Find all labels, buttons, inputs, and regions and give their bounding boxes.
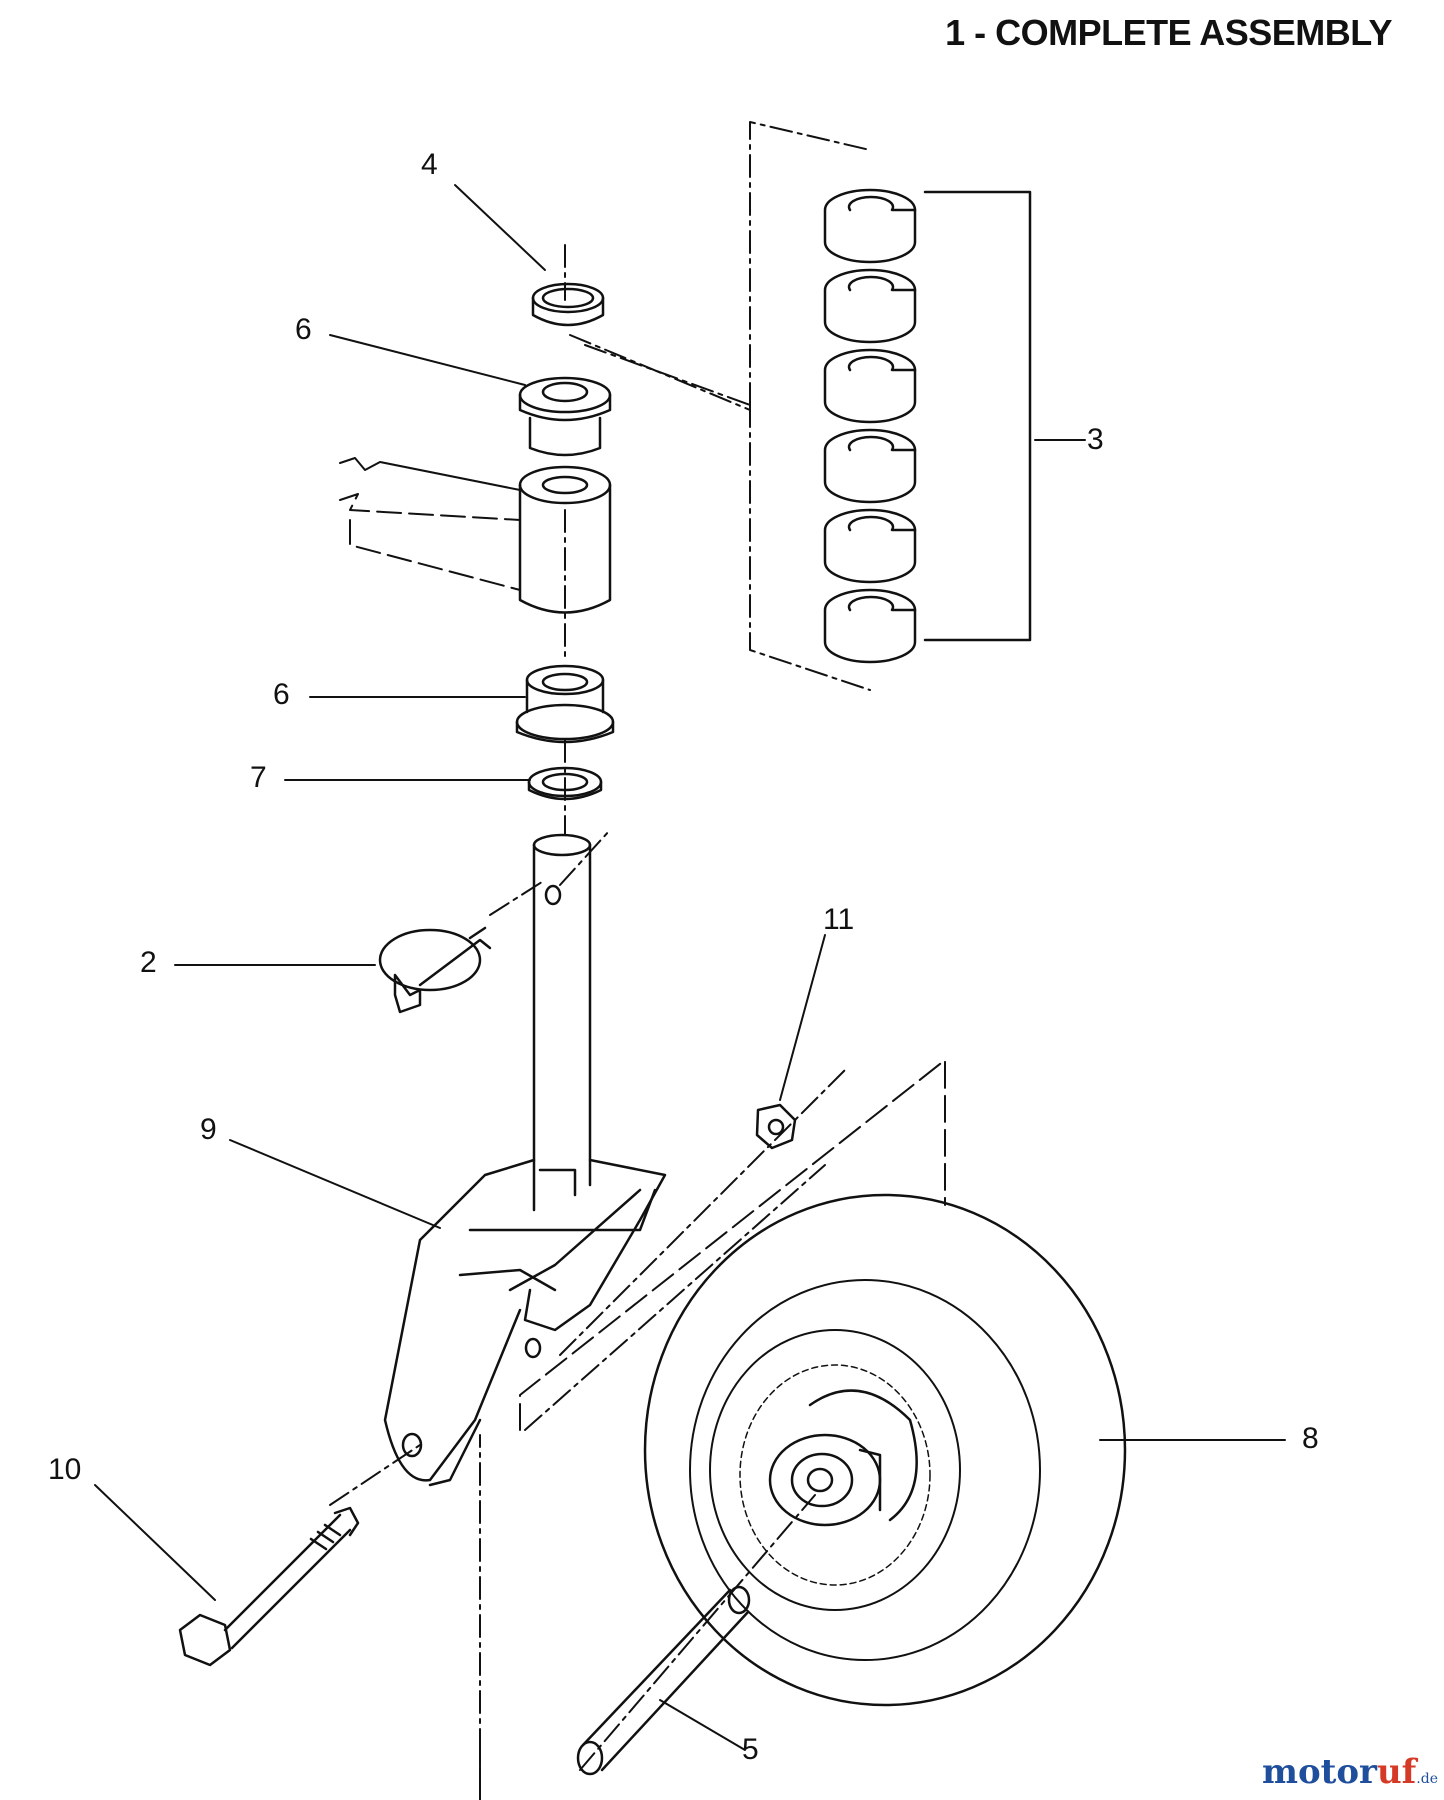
- lynch-pin: [378, 926, 492, 1014]
- spacer-ring: [823, 188, 917, 264]
- callout-item-6-lower: 6: [273, 678, 290, 711]
- spindle-tube: [518, 465, 612, 614]
- lock-nut: [755, 1103, 797, 1150]
- frame-phantom: [479, 1059, 946, 1800]
- center-lines: [329, 121, 871, 1800]
- callout-item-10: 10: [48, 1453, 82, 1486]
- spacer-ring: [823, 348, 917, 424]
- spacer-ring: [823, 428, 917, 504]
- upper-flange-bushing: [518, 376, 612, 457]
- callout-item-3: 3: [1087, 423, 1104, 456]
- caster-fork: [383, 1158, 667, 1487]
- washer: [527, 766, 603, 801]
- spindle-shaft: [532, 833, 592, 1212]
- watermark: motoruf.de: [1261, 1752, 1438, 1792]
- spacer-ring: [823, 508, 917, 584]
- callout-item-7: 7: [250, 761, 267, 794]
- callout-item-8: 8: [1302, 1422, 1319, 1455]
- callout-item-5: 5: [742, 1733, 759, 1766]
- axle-spacer: [576, 1585, 751, 1776]
- callout-item-6-upper: 6: [295, 313, 312, 346]
- wheel: [643, 1193, 1127, 1707]
- spacer-ring: [823, 268, 917, 344]
- axle-bolt: [178, 1506, 360, 1667]
- spacer-bracket: [923, 190, 1032, 642]
- callout-item-11: 11: [823, 903, 855, 936]
- frame-arm: [339, 457, 521, 591]
- callout-item-4: 4: [421, 148, 438, 181]
- page-title: 1 - COMPLETE ASSEMBLY: [945, 12, 1392, 53]
- top-bushing: [531, 282, 605, 327]
- callout-item-2: 2: [140, 946, 157, 979]
- leader-lines: [94, 184, 1286, 1751]
- spacer-ring: [823, 588, 917, 664]
- lower-flange-bushing: [515, 664, 615, 744]
- callout-item-9: 9: [200, 1113, 217, 1146]
- spacer-stack: [823, 188, 917, 664]
